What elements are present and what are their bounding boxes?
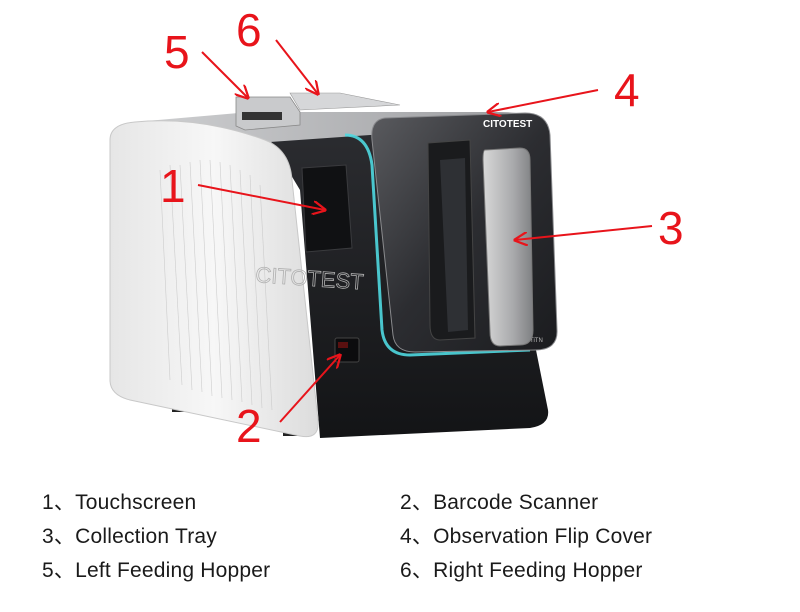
- legend-number: 3、: [42, 525, 76, 548]
- legend-item-right-feeding-hopper: 6、Right Feeding Hopper: [400, 554, 643, 584]
- right-feeding-hopper: [289, 92, 401, 111]
- legend-label: Observation Flip Cover: [433, 525, 653, 548]
- touchscreen: [301, 164, 353, 253]
- side-panel: [109, 120, 319, 438]
- callout-arrow-6: [275, 39, 318, 94]
- callout-1: 1: [160, 160, 186, 212]
- callout-4: 4: [614, 64, 640, 116]
- callout-arrow-4: [488, 89, 599, 112]
- legend-number: 4、: [400, 525, 434, 548]
- callout-3: 3: [658, 202, 684, 254]
- callout-arrow-2: [279, 355, 340, 423]
- top-brand-logo: CITOTEST: [483, 119, 532, 130]
- callout-5: 5: [164, 26, 190, 78]
- device-diagram: CITOTEST CITOTEST TiTN 1 2 3 4 5 6: [109, 4, 684, 452]
- legend-number: 6、: [400, 559, 434, 582]
- legend-item-barcode-scanner: 2、Barcode Scanner: [400, 486, 598, 516]
- legend-label: Left Feeding Hopper: [75, 559, 271, 582]
- legend-item-touchscreen: 1、Touchscreen: [42, 486, 196, 516]
- callout-arrow-3: [515, 225, 653, 240]
- callouts: 1 2 3 4 5 6: [160, 4, 684, 452]
- legend-label: Touchscreen: [75, 491, 197, 514]
- callout-6: 6: [236, 4, 262, 56]
- scanner-window: [338, 342, 348, 348]
- legend-number: 2、: [400, 491, 434, 514]
- legend-item-left-feeding-hopper: 5、Left Feeding Hopper: [42, 554, 270, 584]
- legend-label: Barcode Scanner: [433, 491, 599, 514]
- callout-2: 2: [236, 400, 262, 452]
- model-label: TiTN: [530, 338, 543, 344]
- legend-item-collection-tray: 3、Collection Tray: [42, 520, 217, 550]
- callout-arrow-5: [201, 51, 248, 98]
- legend-number: 5、: [42, 559, 76, 582]
- device-body: CITOTEST CITOTEST TiTN: [109, 92, 558, 438]
- hopper-slot: [242, 112, 282, 120]
- legend-number: 1、: [42, 491, 76, 514]
- legend-label: Collection Tray: [75, 525, 217, 548]
- collection-tray: [482, 147, 534, 347]
- legend-label: Right Feeding Hopper: [433, 559, 643, 582]
- accent-glow-strip: [344, 133, 531, 357]
- legend-item-observation-flip-cover: 4、Observation Flip Cover: [400, 520, 652, 550]
- callout-arrow-1: [197, 184, 325, 210]
- barcode-scanner: [334, 337, 360, 363]
- tray-slot: [440, 158, 468, 332]
- vent-lines: [159, 159, 273, 411]
